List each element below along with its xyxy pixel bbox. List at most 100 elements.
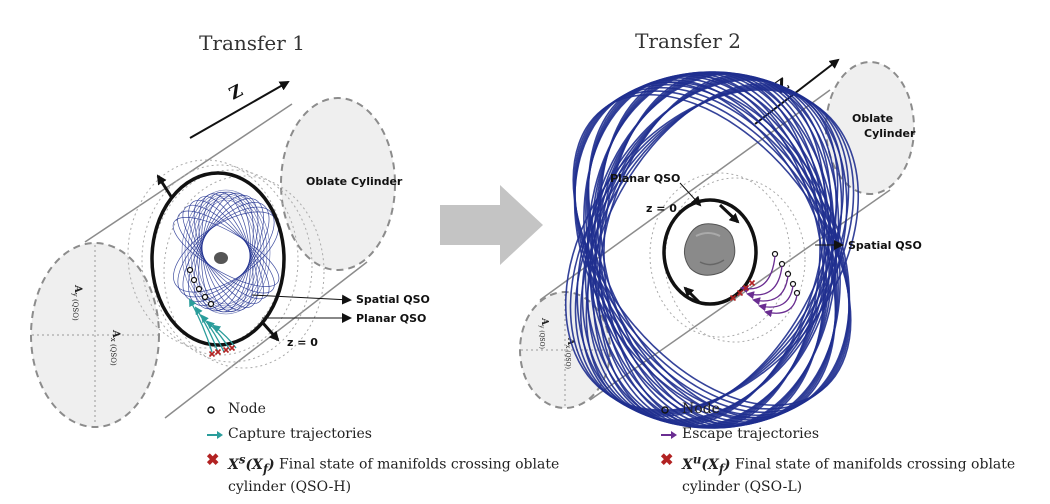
spatial-qso-orbit xyxy=(177,210,275,294)
panel-transfer-2: Transfer 2 Ay (QSO) Ax (QSO) Z xyxy=(519,29,922,429)
spatial-qso-orbit xyxy=(193,196,259,308)
spatial-qso-orbit xyxy=(184,191,268,313)
planar-qso-label-1: Planar QSO xyxy=(356,312,426,325)
planar-qso-arrow-top-1 xyxy=(156,174,174,199)
spatial-qso-label-2: Spatial QSO xyxy=(848,239,922,252)
transition-arrow xyxy=(440,185,543,265)
panel-1-title: Transfer 1 xyxy=(199,31,305,55)
cylinder-label-2b: Cylinder xyxy=(864,127,916,140)
open-circle-icon xyxy=(206,400,228,425)
legend-left-final-text: Xs(Xf) Final state of manifolds crossing… xyxy=(228,452,560,496)
spatial-qso-orbit xyxy=(193,197,259,307)
node xyxy=(793,289,801,297)
node xyxy=(201,293,209,301)
capture-trajectory xyxy=(194,306,219,353)
escape-trajectory xyxy=(752,275,789,306)
node xyxy=(207,300,215,308)
spatial-qso-orbit xyxy=(564,88,860,412)
red-cross xyxy=(214,348,222,356)
red-cross xyxy=(742,284,750,292)
spatial-qso-orbit xyxy=(187,193,265,311)
capture-trajectories-1 xyxy=(189,298,237,353)
red-cross-icon: ✖ xyxy=(660,450,674,469)
cylinder-label-2a: Oblate xyxy=(852,112,893,125)
arrow-icon xyxy=(660,425,682,450)
legend-right-final-text: Xu(Xf) Final state of manifolds crossing… xyxy=(682,452,1016,496)
planar-qso-ring-2 xyxy=(662,198,758,306)
spatial-qso-orbit xyxy=(172,217,280,287)
ay-label-1: Ay (QSO) xyxy=(71,284,83,321)
spatial-qso-orbit xyxy=(181,189,271,315)
spatial-qso-orbit xyxy=(188,199,264,305)
open-circle-icon xyxy=(660,400,682,425)
legend-left-node: Node xyxy=(206,400,586,425)
node xyxy=(186,266,194,274)
arrow-icon xyxy=(206,425,228,450)
z0-label-2: z = 0 xyxy=(646,202,677,215)
capture-trajectory xyxy=(189,298,213,353)
spatial-qso-orbit xyxy=(190,195,262,309)
spatial-qso-orbit xyxy=(173,211,279,293)
asteroid-1 xyxy=(214,252,228,264)
panel-transfer-1: Transfer 1 Ay (QSO) Ax (QSO) Z xyxy=(30,31,430,428)
red-cross-icon: ✖ xyxy=(206,450,220,469)
red-cross xyxy=(208,350,216,358)
nodes-2 xyxy=(771,250,801,297)
z-axis-label-1: Z xyxy=(226,81,246,104)
z0-label-1: z = 0 xyxy=(287,336,318,349)
final-state-crosses-2 xyxy=(729,279,756,302)
ax-label-2: Ax (QSO) xyxy=(564,337,575,369)
legend-left-traj: Capture trajectories xyxy=(206,425,586,450)
spatial-qso-web-2 xyxy=(564,71,860,429)
node xyxy=(190,276,198,284)
spatial-qso-orbit xyxy=(182,202,270,302)
legend-left-node-text: Node xyxy=(228,401,266,417)
z-axis-arrow-2 xyxy=(754,58,840,125)
asteroid-2 xyxy=(684,223,736,276)
planar-qso-arrow-bottom-1 xyxy=(260,321,280,342)
guide-rings-2 xyxy=(649,172,806,343)
panel-2-title: Transfer 2 xyxy=(635,29,741,53)
spatial-qso-orbit xyxy=(182,204,270,300)
node xyxy=(789,280,797,288)
z-axis-arrow-1 xyxy=(189,81,290,139)
legend-left: Node Capture trajectories ✖ Xs(Xf) Final… xyxy=(206,400,586,497)
capture-trajectory xyxy=(200,314,225,353)
legend-left-final: ✖ Xs(Xf) Final state of manifolds crossi… xyxy=(206,450,586,497)
legend-right-traj-text: Escape trajectories xyxy=(682,426,820,442)
spatial-qso-orbit xyxy=(193,194,259,310)
legend-left-traj-text: Capture trajectories xyxy=(228,426,372,442)
red-cross xyxy=(748,279,756,287)
ax-label-1: Ax (QSO) xyxy=(109,329,121,366)
red-cross xyxy=(222,346,230,354)
legend-right-final: ✖ Xu(Xf) Final state of manifolds crossi… xyxy=(660,450,1040,497)
nodes-1 xyxy=(186,266,215,308)
spatial-qso-orbit xyxy=(196,199,256,305)
legend-right-traj: Escape trajectories xyxy=(660,425,1040,450)
legend-right-node-text: Node xyxy=(682,401,720,417)
cylinder-label-1: Oblate Cylinder xyxy=(306,175,403,188)
escape-trajectory xyxy=(764,294,798,318)
spatial-qso-orbit xyxy=(177,206,275,298)
legend-right: Node Escape trajectories ✖ Xu(Xf) Final … xyxy=(660,400,1040,497)
ay-label-2: Ay (QSO) xyxy=(538,317,549,349)
legend-right-node: Node xyxy=(660,400,1040,425)
spatial-qso-label-1: Spatial QSO xyxy=(356,293,430,306)
red-cross xyxy=(729,294,737,302)
spatial-qso-orbit xyxy=(198,192,254,312)
node xyxy=(784,270,792,278)
planar-qso-label-2: Planar QSO xyxy=(610,172,680,185)
red-cross xyxy=(228,344,236,352)
escape-trajectory xyxy=(746,265,783,300)
oblate-cylinder-2 xyxy=(519,61,915,409)
planar-qso-ring-1 xyxy=(150,171,286,347)
planar-qso-arrow-bottom-2 xyxy=(683,286,702,305)
escape-trajectory xyxy=(758,285,794,312)
red-cross xyxy=(736,289,744,297)
final-state-crosses-1 xyxy=(208,344,236,358)
node xyxy=(778,260,786,268)
node xyxy=(771,250,779,258)
oblate-cylinder-1 xyxy=(30,97,396,428)
